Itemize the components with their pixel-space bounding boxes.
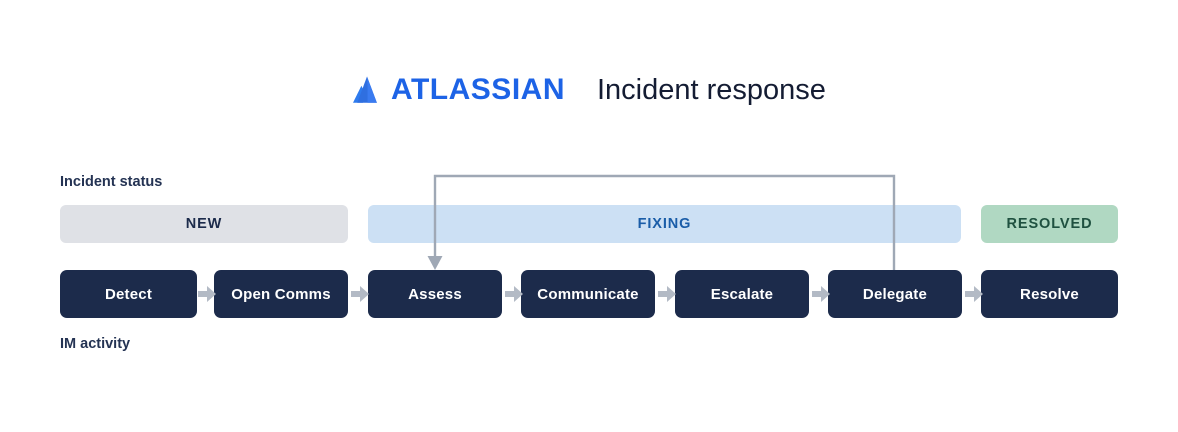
incident-status-row-label: Incident status xyxy=(60,174,163,190)
status-bar-resolved: RESOLVED xyxy=(981,205,1118,243)
activity-box-escalate[interactable]: Escalate xyxy=(675,270,809,318)
status-bar-new: NEW xyxy=(60,205,348,243)
arrow-right-icon-4 xyxy=(658,286,676,302)
brand-name: ATLASSIAN xyxy=(391,73,565,106)
arrow-right-icon-2 xyxy=(351,286,369,302)
activity-box-open-comms[interactable]: Open Comms xyxy=(214,270,348,318)
page-header: ATLASSIAN Incident response xyxy=(0,62,1178,118)
status-bar-fixing: FIXING xyxy=(368,205,961,243)
arrow-right-icon-5 xyxy=(812,286,830,302)
arrow-right-icon-3 xyxy=(505,286,523,302)
activity-box-delegate[interactable]: Delegate xyxy=(828,270,962,318)
page-title: Incident response xyxy=(597,73,826,106)
im-activity-row-label: IM activity xyxy=(60,336,131,352)
arrow-right-icon-6 xyxy=(965,286,983,302)
atlassian-logo-icon xyxy=(353,76,377,103)
activity-box-communicate[interactable]: Communicate xyxy=(521,270,655,318)
arrow-right-icon-1 xyxy=(198,286,216,302)
activity-box-detect[interactable]: Detect xyxy=(60,270,197,318)
activity-box-assess[interactable]: Assess xyxy=(368,270,502,318)
activity-box-resolve[interactable]: Resolve xyxy=(981,270,1118,318)
